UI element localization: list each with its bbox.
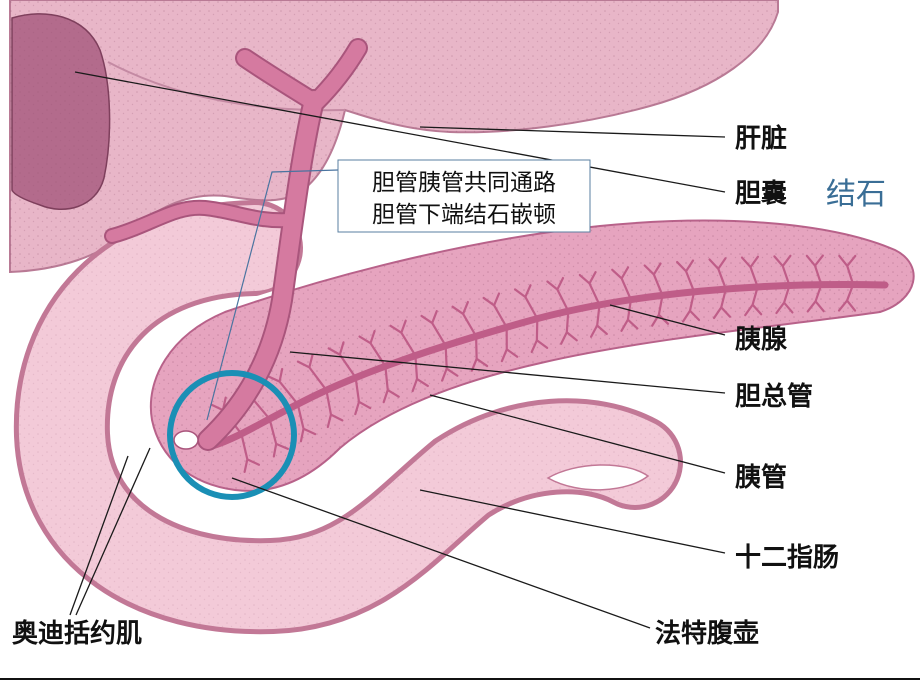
label-gallbladder: 胆囊 [735, 179, 787, 209]
duct-branch [513, 284, 539, 320]
duct-branch [266, 367, 299, 406]
leader-sphincter-1 [69, 455, 129, 616]
duct-branch [296, 353, 328, 392]
leader-lines [69, 71, 726, 629]
duct-branch [296, 403, 317, 443]
duct-branch [578, 271, 601, 306]
duct-branch [500, 326, 519, 363]
label-duodenum: 十二指肠 [735, 543, 839, 573]
duct-branch [240, 432, 261, 473]
duct-branch [420, 309, 447, 347]
duct-branch [482, 292, 508, 329]
leader-duodenum [419, 489, 726, 554]
duct-branch [382, 365, 400, 404]
leader-sphincter-2 [75, 447, 151, 616]
duct-branch [676, 259, 696, 293]
callout-line-1: 胆管胰管共同通路 [372, 170, 556, 195]
duct-branch [268, 417, 290, 458]
bile-ducts [104, 38, 368, 451]
duct-branch [441, 344, 459, 382]
stone-highlight-circle [167, 370, 297, 500]
leader-pancreas [609, 304, 726, 336]
gallbladder [11, 13, 111, 211]
common-bile-duct [199, 91, 323, 449]
callout-box [337, 159, 591, 233]
duodenum-lumen [546, 464, 650, 491]
duct-branch [325, 389, 344, 429]
callout-leader [206, 169, 339, 421]
label-pancreas: 胰腺 [735, 325, 788, 355]
label-ampulla: 法特腹壶 [655, 618, 759, 649]
bile-duct-fill [106, 40, 366, 449]
label-common-bile-duct: 胆总管 [735, 382, 813, 412]
cystic-duct [106, 201, 296, 242]
ampulla-opening [173, 430, 199, 450]
label-stone: 结石 [826, 177, 886, 212]
leader-ampulla [231, 477, 651, 629]
labels: 肝脏 胆囊 结石 胰腺 胆总管 胰管 十二指肠 法特腹壶 奥迪括约肌 [12, 123, 886, 649]
label-pancreatic-duct: 胰管 [735, 463, 787, 493]
label-sphincter: 奥迪括约肌 [12, 618, 142, 649]
leader-common-bile-duct [289, 351, 726, 394]
leader-pancreatic-duct [429, 394, 726, 474]
duct-branch [411, 354, 429, 393]
callout: 胆管胰管共同通路 胆管下端结石嵌顿 [206, 159, 591, 421]
leader-gallbladder [74, 71, 726, 193]
duct-branch [611, 266, 633, 301]
duct-branch [358, 329, 387, 368]
duct-branch [327, 341, 357, 379]
duct-branch [451, 300, 478, 338]
duodenum [62, 248, 648, 586]
callout-line-2: 胆管下端结石嵌顿 [372, 202, 556, 227]
duct-branch [389, 319, 417, 357]
duct-branch [643, 262, 664, 297]
leader-liver [419, 126, 726, 138]
duct-branch [546, 276, 570, 313]
label-liver: 肝脏 [735, 123, 787, 154]
duct-branch [354, 376, 372, 416]
main-pancreatic-duct [208, 280, 889, 450]
